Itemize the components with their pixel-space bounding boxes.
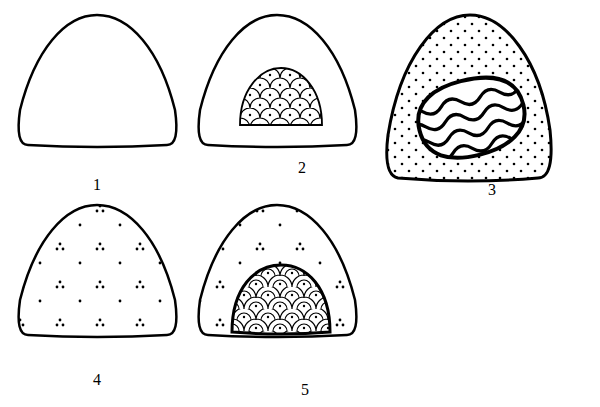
- callout-number: 1: [93, 177, 101, 193]
- callout-number: 3: [488, 182, 496, 198]
- callout-number: 5: [301, 382, 309, 398]
- callout-number: 2: [298, 160, 306, 176]
- callout-number: 4: [93, 372, 101, 388]
